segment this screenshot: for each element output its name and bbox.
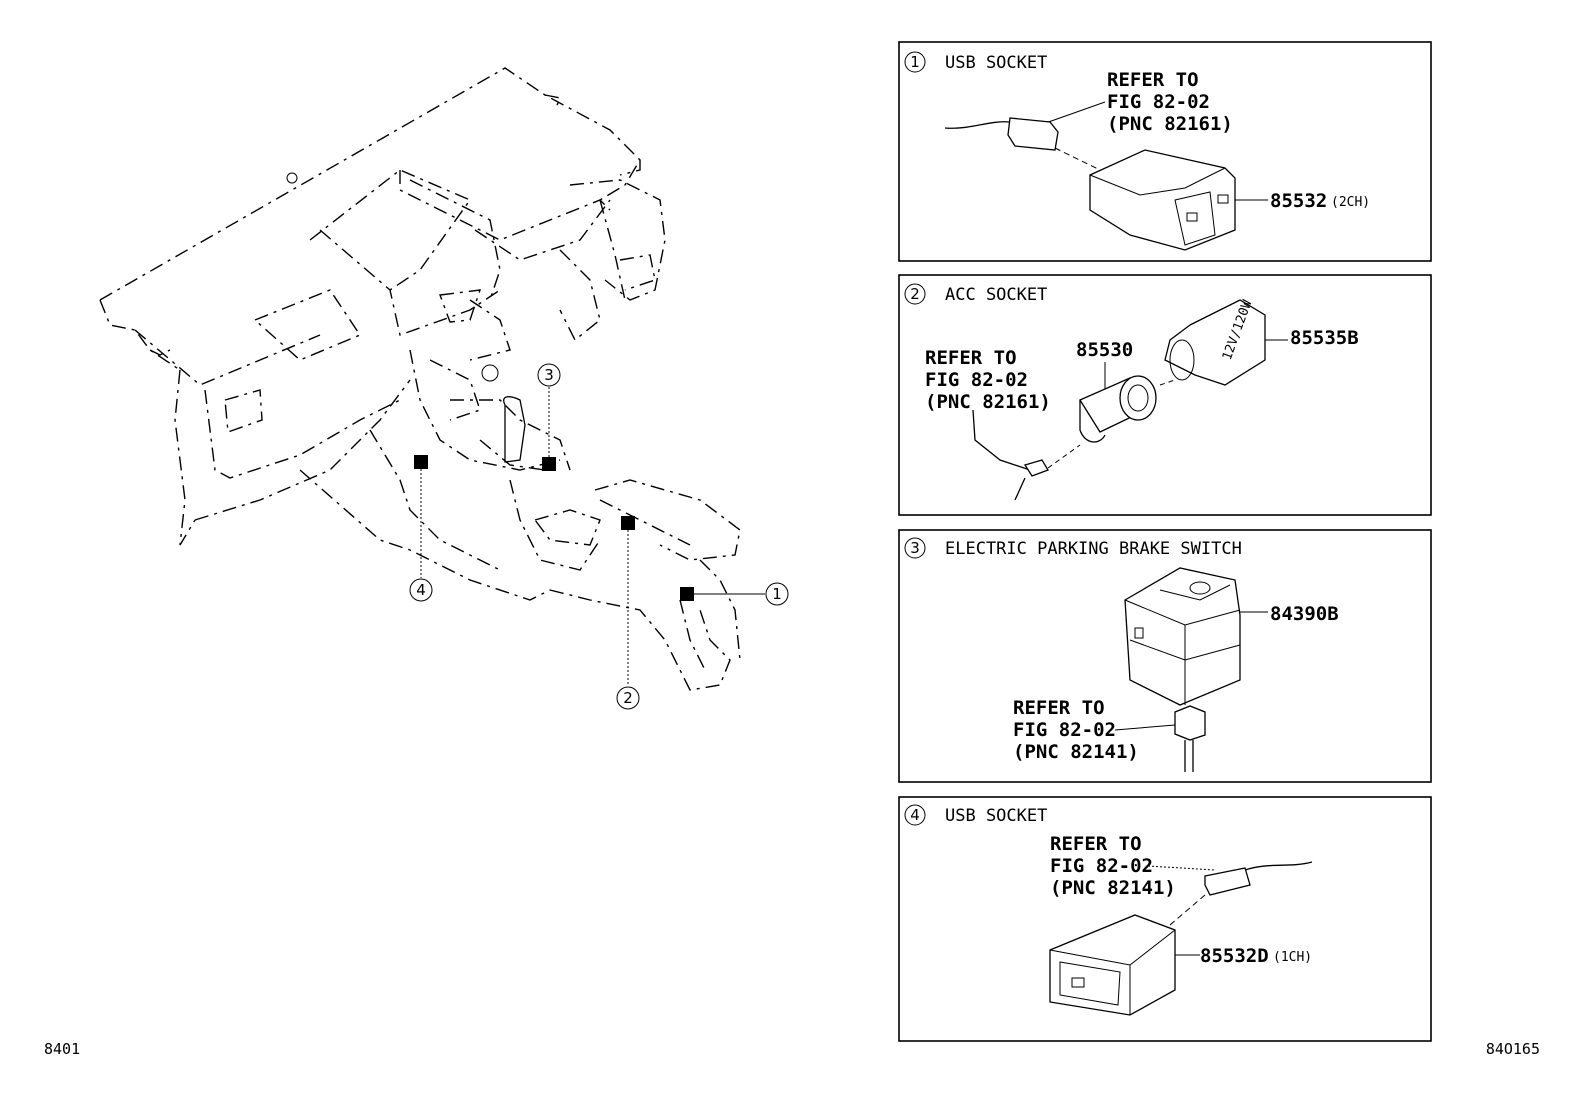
callout-3-label: 3 — [544, 366, 554, 384]
panel-3-part-number: 84390B — [1270, 603, 1339, 625]
figure-code-left: 8401 — [44, 1040, 80, 1058]
panel-3-parking-brake-switch: 3 ELECTRIC PARKING BRAKE SWITCH 84390B R… — [898, 529, 1432, 783]
figure-code-right: 84O165 — [1486, 1040, 1540, 1058]
dashboard-illustration — [99, 67, 741, 691]
callout-3-circle — [537, 363, 561, 387]
panel-2-part-b: 85535B — [1290, 327, 1359, 349]
panel-4-title: USB SOCKET — [945, 806, 1047, 826]
panel-1-usb-socket: 1 USB SOCKET REFER TO FIG 82-02 (PNC 821… — [898, 41, 1432, 262]
panel-1-number: 1 — [910, 53, 920, 71]
callout-3-marker — [542, 457, 556, 471]
callout-4-marker — [414, 455, 428, 469]
panel-3-title: ELECTRIC PARKING BRAKE SWITCH — [945, 539, 1242, 559]
panel-1-part-number: 85532 — [1270, 190, 1327, 212]
panel-4-usb-socket: 4 USB SOCKET REFER TO FIG 82-02 (PNC 821… — [898, 796, 1432, 1042]
panel-1-refer-line2: FIG 82-02 — [1107, 91, 1210, 113]
panel-3-number: 3 — [910, 539, 920, 557]
callout-2-circle — [616, 686, 640, 710]
panel-3-refer-line3: (PNC 82141) — [1013, 741, 1139, 763]
panel-2-refer-line1: REFER TO — [925, 347, 1017, 369]
panel-2-number: 2 — [910, 285, 920, 303]
panel-4-refer-line3: (PNC 82141) — [1050, 877, 1176, 899]
panel-1-part-note: (2CH) — [1331, 195, 1370, 210]
panel-4-number: 4 — [910, 806, 920, 824]
callout-2-marker — [621, 516, 635, 530]
panel-4-refer-line1: REFER TO — [1050, 833, 1142, 855]
callout-4-circle — [409, 578, 433, 602]
panel-1-refer-line3: (PNC 82161) — [1107, 113, 1233, 135]
panel-4-refer-line2: FIG 82-02 — [1050, 855, 1153, 877]
callout-1-marker — [680, 587, 694, 601]
panel-2-title: ACC SOCKET — [945, 285, 1047, 305]
callout-1-label: 1 — [772, 585, 782, 603]
callout-1-circle — [765, 582, 789, 606]
panel-2-part-a: 85530 — [1076, 339, 1133, 361]
callout-4-label: 4 — [416, 581, 426, 599]
panel-1-refer-line1: REFER TO — [1107, 69, 1199, 91]
panel-2-refer-line3: (PNC 82161) — [925, 391, 1051, 413]
panel-2-refer-line2: FIG 82-02 — [925, 369, 1028, 391]
panel-2-acc-socket: 2 ACC SOCKET REFER TO FIG 82-02 (PNC 821… — [898, 274, 1432, 516]
panel-3-refer-line2: FIG 82-02 — [1013, 719, 1116, 741]
panel-3-refer-line1: REFER TO — [1013, 697, 1105, 719]
panel-4-part-number: 85532D — [1200, 945, 1269, 967]
callout-markers: 4 3 2 1 — [409, 363, 789, 710]
panel-1-title: USB SOCKET — [945, 53, 1047, 73]
callout-2-label: 2 — [623, 689, 633, 707]
panel-4-part-note: (1CH) — [1273, 950, 1312, 965]
